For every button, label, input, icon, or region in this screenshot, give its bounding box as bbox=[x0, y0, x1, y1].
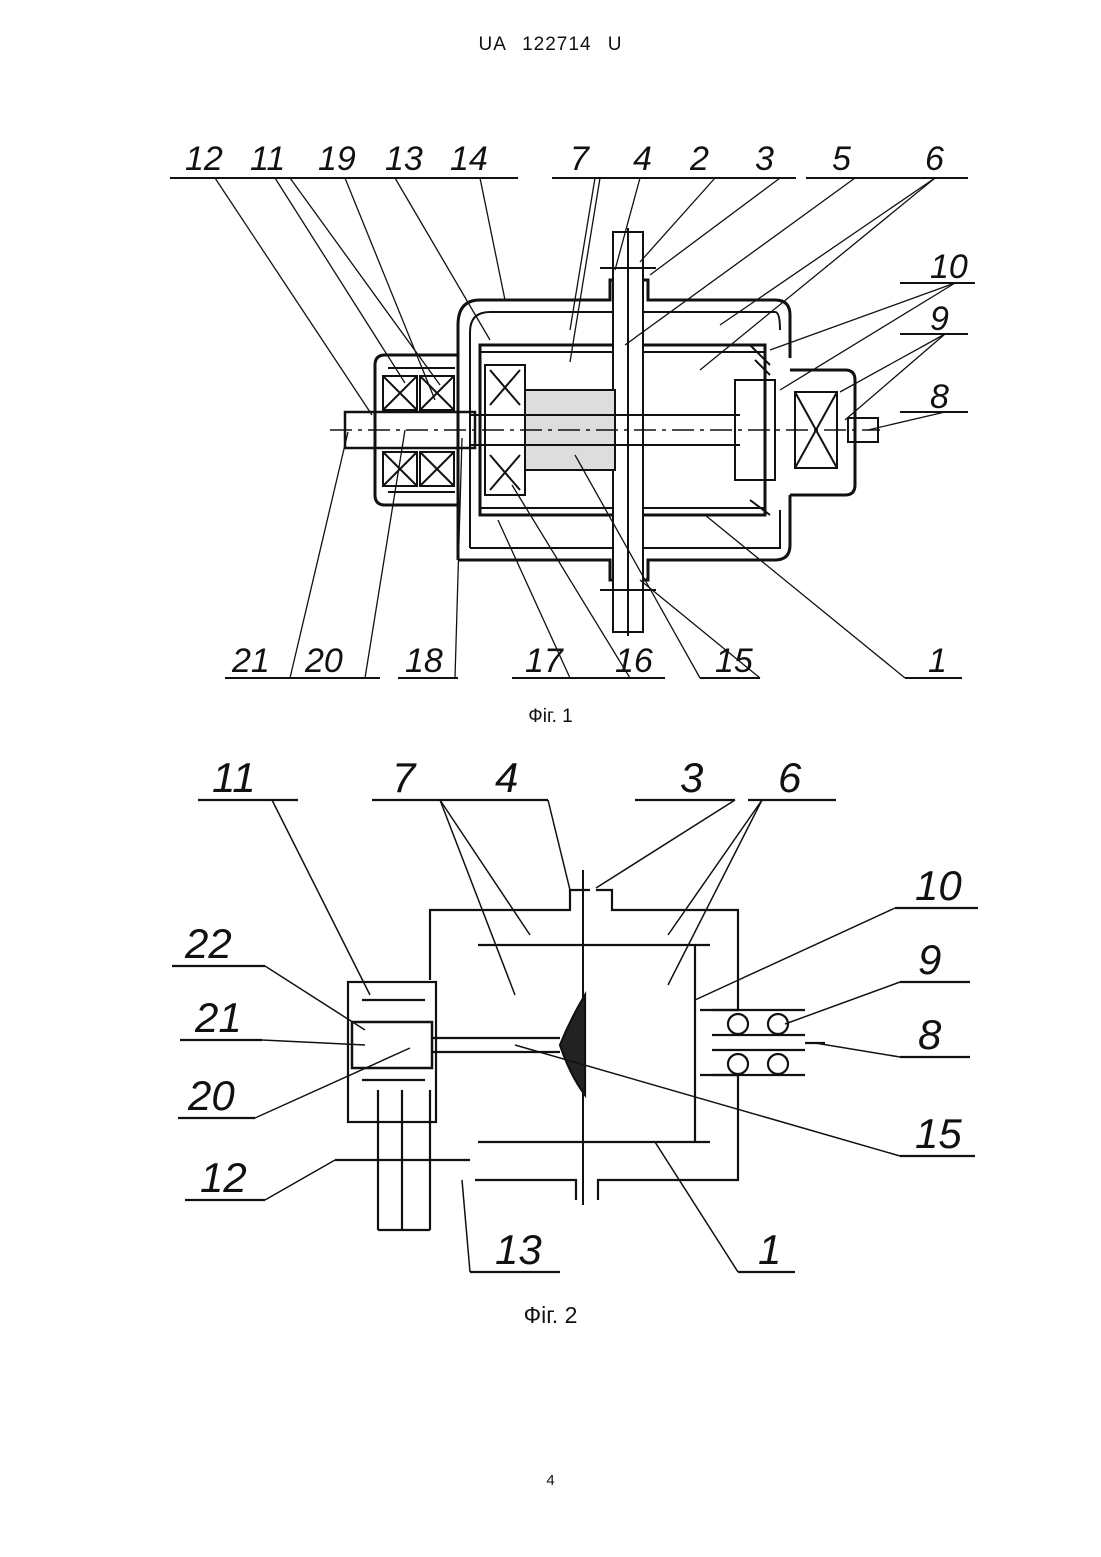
fig2-label: 4 bbox=[495, 754, 518, 801]
fig2-label: 22 bbox=[184, 920, 232, 967]
fig1-label: 20 bbox=[304, 642, 343, 680]
fig2-label: 1 bbox=[758, 1226, 781, 1273]
fig2-label: 20 bbox=[187, 1072, 235, 1119]
fig1-label: 18 bbox=[405, 642, 443, 680]
fig2-label: 9 bbox=[918, 936, 941, 983]
page-number: 4 bbox=[0, 1472, 1101, 1489]
fig1-label: 13 bbox=[385, 140, 423, 178]
figure-2-caption: Фіг. 2 bbox=[0, 1302, 1101, 1329]
fig1-label: 16 bbox=[615, 642, 653, 680]
fig1-label: 5 bbox=[832, 140, 851, 178]
figure-1-caption: Фіг. 1 bbox=[0, 706, 1101, 728]
fig2-label: 7 bbox=[392, 754, 417, 801]
fig1-label: 14 bbox=[450, 140, 488, 178]
fig1-label: 19 bbox=[318, 140, 356, 178]
fig2-label: 11 bbox=[212, 754, 256, 801]
fig2-label: 8 bbox=[918, 1011, 942, 1058]
fig2-label: 6 bbox=[778, 754, 802, 801]
patent-number-header: UA 122714 U bbox=[0, 34, 1101, 56]
fig2-label: 10 bbox=[915, 862, 962, 909]
fig1-label: 7 bbox=[570, 140, 590, 178]
fig2-label: 12 bbox=[200, 1154, 247, 1201]
fig1-label: 9 bbox=[930, 300, 949, 338]
fig1-label: 21 bbox=[231, 642, 270, 680]
figure-1-drawing: 12 11 19 13 14 7 4 2 3 5 6 10 9 8 21 20 … bbox=[0, 130, 1101, 690]
fig1-label: 4 bbox=[633, 140, 652, 178]
fig1-label: 10 bbox=[930, 248, 968, 286]
fig2-label: 13 bbox=[495, 1226, 542, 1273]
fig2-label: 15 bbox=[915, 1110, 962, 1157]
fig1-label: 17 bbox=[525, 642, 564, 680]
fig1-label: 2 bbox=[689, 140, 709, 178]
figure-2-labels: 11 7 4 3 6 10 9 8 15 22 21 20 12 13 1 bbox=[184, 754, 962, 1273]
fig1-label: 1 bbox=[928, 642, 947, 680]
fig2-label: 3 bbox=[680, 754, 703, 801]
fig1-label: 11 bbox=[250, 140, 285, 178]
fig2-label: 21 bbox=[194, 994, 242, 1041]
fig1-label: 3 bbox=[755, 140, 774, 178]
fig1-label: 12 bbox=[185, 140, 223, 178]
fig1-label: 8 bbox=[930, 378, 949, 416]
fig1-label: 6 bbox=[925, 140, 944, 178]
fig1-label: 15 bbox=[715, 642, 753, 680]
figure-2-drawing: 11 7 4 3 6 10 9 8 15 22 21 20 12 13 1 bbox=[0, 750, 1101, 1290]
